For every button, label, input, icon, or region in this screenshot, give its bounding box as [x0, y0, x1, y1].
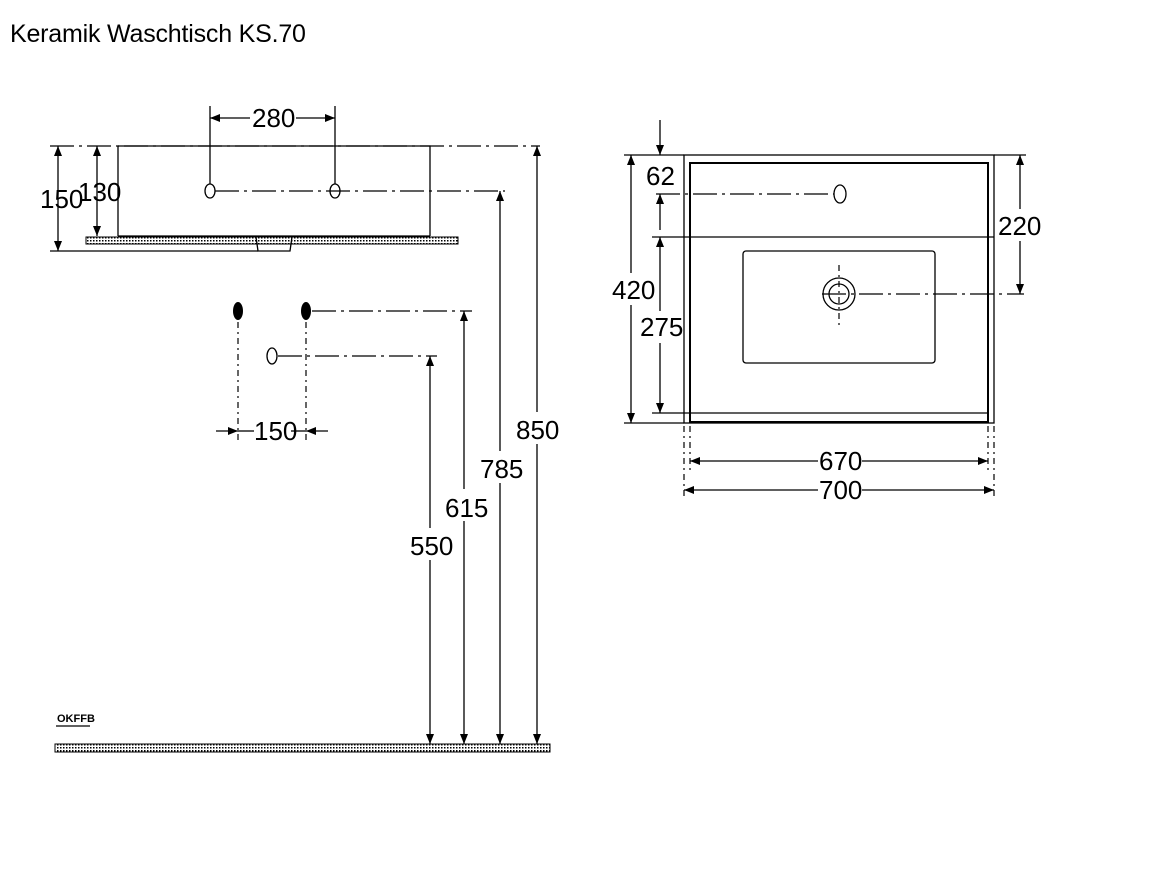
dim-62: 62	[646, 161, 675, 191]
dim-700: 700	[819, 475, 862, 505]
side-view	[50, 106, 540, 252]
side-height-dims	[54, 146, 101, 251]
dim-850: 850	[516, 415, 559, 445]
dim-420: 420	[612, 275, 655, 305]
floor-height-dims	[410, 146, 556, 744]
dim-280: 280	[252, 103, 295, 133]
drawing-title: Keramik Waschtisch KS.70	[10, 20, 306, 48]
floor-label: OKFFB	[57, 713, 95, 725]
dim-550: 550	[410, 531, 453, 561]
installation-view	[216, 302, 472, 440]
dim-785: 785	[480, 454, 523, 484]
dim-220: 220	[998, 211, 1041, 241]
dim-150-spacing: 150	[254, 416, 297, 446]
dim-670: 670	[819, 446, 862, 476]
dim-130: 130	[78, 177, 121, 207]
dim-150-height: 150	[40, 184, 83, 214]
dim-615: 615	[445, 493, 488, 523]
dim-275: 275	[640, 312, 683, 342]
finished-floor	[54, 725, 551, 753]
